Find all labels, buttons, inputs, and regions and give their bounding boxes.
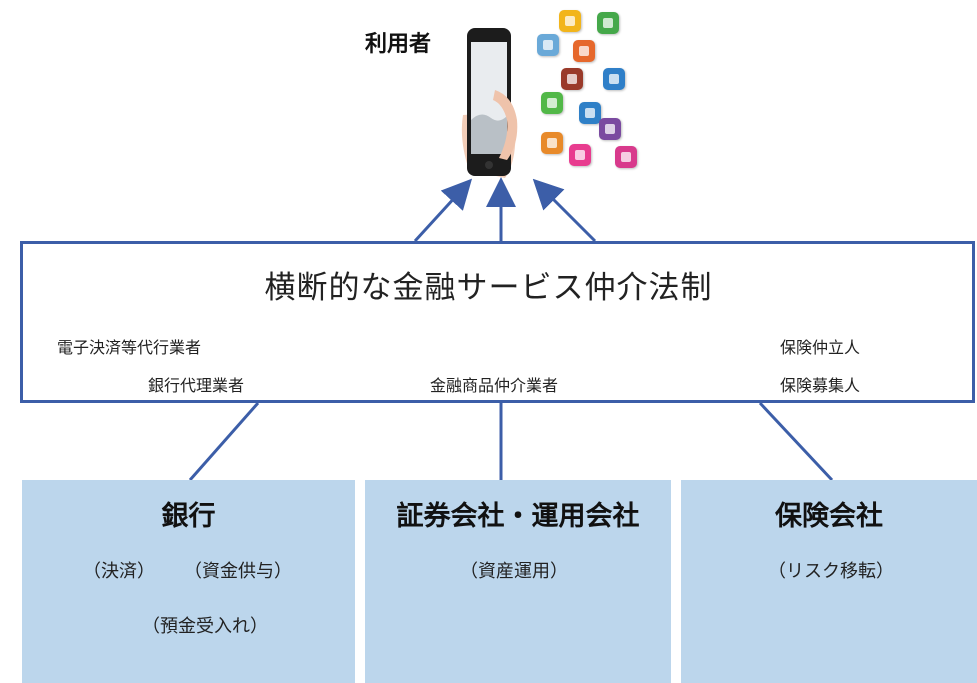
bank-function-lending: （資金供与） (184, 561, 292, 582)
securities-function-asset-management: （資産運用） (460, 561, 568, 582)
role-electronic-payment: 電子決済等代行業者 (57, 338, 202, 357)
role-bank-agent: 銀行代理業者 (148, 376, 245, 395)
people-icon (569, 144, 591, 166)
institution-title-securities: 証券会社・運用会社 (396, 501, 640, 532)
institution-box-insurance (681, 480, 977, 683)
insurance-function-risk-transfer: （リスク移転） (768, 561, 894, 582)
user-label: 利用者 (365, 32, 432, 57)
role-insurance-broker: 保険仲立人 (780, 338, 861, 357)
lock-icon (559, 10, 581, 32)
cart-icon (573, 40, 595, 62)
bank-function-payment: （決済） (83, 561, 155, 582)
role-financial-product-intermediary: 金融商品仲介業者 (430, 376, 559, 395)
bank-function-deposits: （預金受入れ） (142, 616, 268, 637)
camera-icon (597, 12, 619, 34)
app-icons-cluster (535, 8, 645, 178)
line-to-insurance (758, 401, 834, 482)
institution-box-securities (365, 480, 671, 683)
role-insurance-solicitor: 保険募集人 (780, 376, 861, 395)
institution-title-bank: 銀行 (161, 501, 216, 532)
music-icon (615, 146, 637, 168)
arrow-to-user-left (413, 178, 473, 243)
institution-box-bank (22, 480, 355, 683)
arrow-to-user-right (532, 178, 597, 243)
settings-icon (599, 118, 621, 140)
line-to-bank (188, 402, 260, 481)
search-icon (541, 132, 563, 154)
institution-title-insurance: 保険会社 (775, 501, 883, 532)
book-icon (579, 102, 601, 124)
law-framework-box (20, 241, 975, 403)
chat-icon (541, 92, 563, 114)
contact-icon (603, 68, 625, 90)
video-icon (561, 68, 583, 90)
smartphone-hand-illustration (461, 28, 518, 178)
law-framework-title: 横断的な金融サービス仲介法制 (264, 270, 713, 306)
mail-icon (537, 34, 559, 56)
